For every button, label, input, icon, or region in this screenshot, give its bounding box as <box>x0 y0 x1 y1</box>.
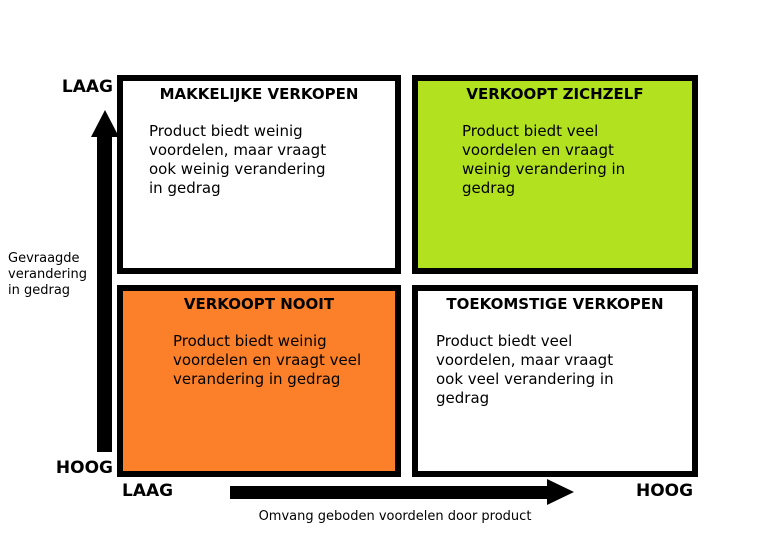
quadrant-makkelijke-verkopen: MAKKELIJKE VERKOPEN Product biedt weinig… <box>117 75 401 274</box>
quadrant-description: Product biedt veel voordelen, maar vraag… <box>436 332 614 407</box>
quadrant-toekomstige-verkopen: TOEKOMSTIGE VERKOPEN Product biedt veel … <box>412 285 698 477</box>
y-axis-arrow-up-icon <box>91 110 119 137</box>
x-axis-right-label: HOOG <box>636 481 694 501</box>
x-axis-arrow-right-icon <box>547 479 574 505</box>
x-axis-arrow-shaft <box>230 486 547 499</box>
y-axis-arrow-shaft <box>97 136 112 452</box>
quadrant-title: VERKOOPT ZICHZELF <box>466 85 644 103</box>
y-axis-bottom-label: HOOG <box>55 458 113 478</box>
quadrant-description: Product biedt veel voordelen en vraagt w… <box>462 122 626 197</box>
y-axis-top-label: LAAG <box>61 77 113 97</box>
x-axis-left-label: LAAG <box>122 481 174 501</box>
y-axis-title: Gevraagde verandering in gedrag <box>8 251 87 298</box>
x-axis-title: Omvang geboden voordelen door product <box>258 509 532 524</box>
quadrant-title: MAKKELIJKE VERKOPEN <box>159 85 359 103</box>
quadrant-title: TOEKOMSTIGE VERKOPEN <box>446 295 664 313</box>
quadrant-description: Product biedt weinig voordelen, maar vra… <box>149 122 327 197</box>
quadrant-title: VERKOOPT NOOIT <box>183 295 335 313</box>
quadrant-description: Product biedt weinig voordelen en vraagt… <box>173 332 362 388</box>
quadrant-verkoopt-nooit: VERKOOPT NOOIT Product biedt weinig voor… <box>117 285 401 477</box>
quadrant-verkoopt-zichzelf: VERKOOPT ZICHZELF Product biedt veel voo… <box>412 75 698 274</box>
